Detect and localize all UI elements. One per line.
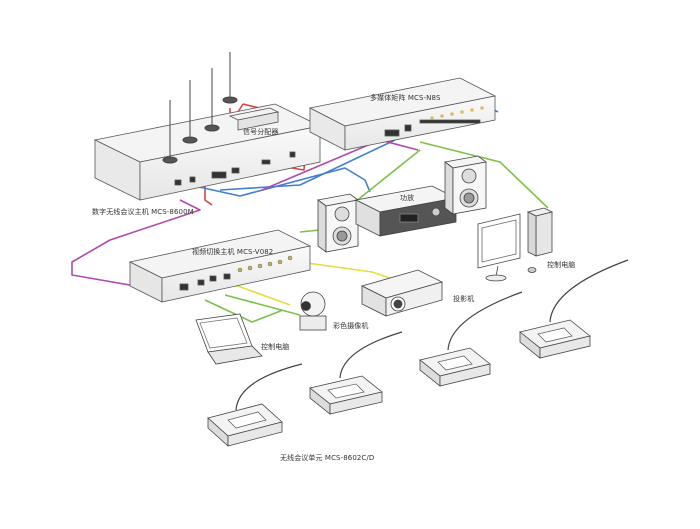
label-matrix: 多媒体矩阵 MCS-N8S [370,94,441,102]
conference-unit-4 [519,259,629,359]
label-amplifier: 功放 [400,194,415,202]
video-switcher-device [128,229,312,303]
desktop-pc [477,207,554,282]
label-control-pc-right: 控制电脑 [547,261,576,269]
antenna-splitter [228,107,280,131]
cable-green-switcher-to-laptop [204,299,284,323]
cable-green-switcher-to-camera [224,294,301,316]
speaker-right [444,155,487,215]
label-antenna-splitter: 信号分配器 [243,128,279,136]
conference-unit-1 [207,363,303,447]
label-camera: 彩色摄像机 [333,322,369,330]
cables [71,99,549,323]
cable-blue-2 [189,167,371,197]
label-video-switcher: 视频切换主机 MCS-V082 [192,248,274,256]
label-host: 数字无线会议主机 MCS-8600M [92,208,194,216]
conference-unit-3 [419,291,523,387]
speaker-left [317,193,359,253]
cable-yellow-switcher-to-camera [234,284,291,306]
conference-unit-2 [309,331,403,415]
antenna-array [162,52,238,164]
laptop [195,313,263,365]
label-control-pc-left: 控制电脑 [261,343,290,351]
amplifier-device [354,185,458,237]
projector-device [360,269,444,317]
cable-blue-1 [219,139,396,191]
label-projector: 投影机 [453,295,475,303]
label-wireless-unit: 无线会议单元 MCS-8602C/D [280,454,375,462]
conference-units [207,259,629,447]
matrix-device [308,77,497,151]
cable-purple-host-to-switcher [71,199,201,286]
ptz-camera [299,291,327,331]
cable-green-matrix-to-pc [419,141,549,209]
